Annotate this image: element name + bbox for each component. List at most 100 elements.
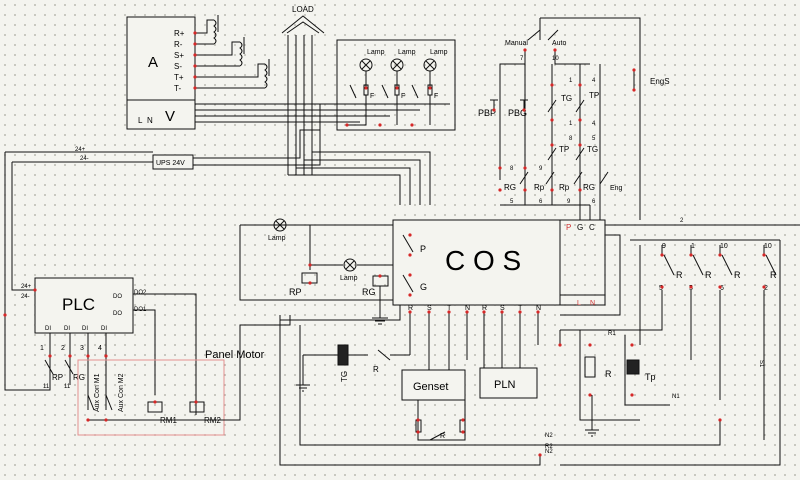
right-relay-bank: 2 9 1 10 10 R R R R 5 5 6 2 R Tp R1 N1 N… — [545, 218, 800, 455]
svg-text:4: 4 — [98, 345, 102, 352]
tg-label: TG — [340, 371, 349, 382]
svg-text:6: 6 — [720, 285, 724, 292]
rp-contact-label: Rp — [534, 183, 545, 192]
svg-text:4: 4 — [592, 121, 596, 127]
cos-bottom-s2: S — [500, 305, 505, 312]
tg-contact-label: TG — [561, 94, 572, 103]
pln-box — [479, 367, 538, 399]
cos-term-g: G — [577, 223, 583, 232]
cos-bottom-s1: S — [427, 305, 432, 312]
plc-24minus: 24- — [21, 294, 30, 300]
cos-term-c: C — [589, 223, 595, 232]
wire-r2-label: R2 — [545, 444, 553, 450]
fuse-label-2: F — [401, 93, 405, 100]
svg-text:2: 2 — [764, 285, 768, 292]
svg-text:1: 1 — [569, 78, 573, 84]
svg-text:4: 4 — [592, 78, 596, 84]
plc-di-2: DI — [64, 326, 70, 332]
rp-pin-label: 11 — [43, 384, 50, 390]
manual-label: Manual — [505, 40, 528, 47]
plc-24plus: 24+ — [21, 284, 32, 290]
cos-bottom-n1: N — [465, 305, 470, 312]
tp-contact2-label: TP — [559, 145, 569, 154]
svg-text:1: 1 — [569, 121, 573, 127]
lamp-icon-mid — [343, 258, 357, 272]
lamp-label-3: Lamp — [430, 49, 448, 56]
cos-contact-p: P — [420, 244, 426, 254]
cos-bottom-t2: T — [518, 305, 523, 312]
lower-r-label: R — [373, 365, 379, 374]
auto-label: Auto — [552, 40, 567, 47]
eng-label: Eng — [610, 185, 623, 192]
lamp-icon-left — [273, 218, 287, 232]
ups-plus-label: 24+ — [75, 147, 86, 153]
relay-rg-label: RG — [362, 287, 376, 297]
lamp-label-left: Lamp — [268, 235, 286, 242]
rm2-coil — [189, 401, 205, 413]
plc-rp-contact: RP — [52, 373, 63, 382]
r-coil — [584, 356, 596, 378]
plc: PLC 24+ 24- DO DO2 DO1 DO DI DI DI DI 1 … — [4, 277, 197, 415]
aux-con-m2-label: Aux Con M2 — [118, 373, 125, 412]
cos-bottom-n2: N — [536, 305, 541, 312]
cos-term-n: N — [590, 300, 595, 307]
cos-label: C O S — [445, 245, 521, 276]
tp-coil — [626, 359, 640, 375]
cos-bottom-r1: R — [408, 305, 413, 312]
wire-s1-label: S1 — [758, 360, 764, 368]
svg-text:1: 1 — [691, 243, 695, 250]
lamp-label-1: Lamp — [367, 49, 385, 56]
svg-text:2: 2 — [61, 345, 65, 352]
panel-motor: Panel Motor Aux Con M1 Aux Con M2 RM1 RM… — [77, 315, 291, 436]
terminal-r-plus: R+ — [174, 29, 185, 38]
svg-text:9: 9 — [567, 199, 571, 205]
junction-dots — [3, 31, 766, 457]
right-relay-r1: R — [676, 270, 683, 280]
top-lamps: Lamp Lamp Lamp F F F — [336, 39, 456, 131]
svg-text:6: 6 — [592, 199, 596, 205]
terminal-s-plus: S+ — [174, 51, 184, 60]
meter-n-label: N — [147, 116, 153, 125]
svg-text:8: 8 — [510, 166, 514, 172]
svg-text:5: 5 — [659, 285, 663, 292]
load-symbol: LOAD — [281, 5, 431, 205]
svg-text:9: 9 — [539, 166, 543, 172]
power-sources: Genset PLN R — [401, 367, 538, 441]
right-relay-r4: R — [770, 270, 777, 280]
plc-do-label-2: DO — [113, 311, 122, 317]
genset-r-label: R — [440, 433, 445, 440]
panel-motor-box — [77, 359, 225, 436]
relay-rp-label: RP — [289, 287, 302, 297]
svg-text:5: 5 — [510, 199, 514, 205]
svg-text:6: 6 — [539, 199, 543, 205]
svg-text:10: 10 — [720, 243, 728, 250]
ammeter-label: A — [148, 54, 158, 71]
svg-text:9: 9 — [662, 243, 666, 250]
plc-do2-label: DO2 — [134, 290, 147, 296]
svg-text:10: 10 — [764, 243, 772, 250]
right-relay-r2: R — [705, 270, 712, 280]
plc-do-label: DO — [113, 294, 122, 300]
rg-pin-label: 11 — [64, 384, 71, 390]
r-coil-label: R — [605, 369, 612, 379]
tp-contact-label: TP — [589, 91, 599, 100]
wire-n1-label: N1 — [672, 394, 680, 400]
cos-bottom-t1: T — [447, 305, 452, 312]
pln-label: PLN — [494, 379, 515, 391]
voltmeter-label: V — [165, 108, 175, 125]
tp-coil-label: Tp — [645, 372, 656, 382]
pbp-label: PBP — [478, 108, 496, 118]
cos-bottom-r2: R — [482, 305, 487, 312]
terminal-t-plus: T+ — [174, 73, 184, 82]
tg-coil — [337, 344, 349, 366]
ups-24v: UPS 24V 24+ 24- — [4, 104, 321, 315]
plc-di-3: DI — [82, 326, 88, 332]
svg-text:8: 8 — [569, 136, 573, 142]
plc-rg-contact: RG — [73, 373, 85, 382]
bus-lines — [279, 234, 781, 466]
svg-text:10: 10 — [552, 56, 559, 62]
wire-n2b-label: N2 — [545, 449, 553, 455]
cos-controller: C O S P G C L N P G R S T N R S T N — [392, 219, 606, 375]
fuse-label-3: F — [434, 93, 438, 100]
